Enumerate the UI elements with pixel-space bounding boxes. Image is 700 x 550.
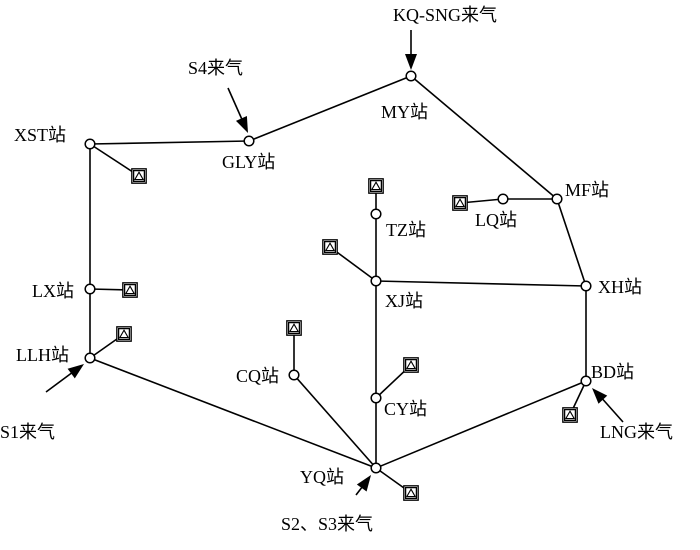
station-label-xj: XJ站 (385, 291, 423, 311)
pipeline-cq-yq (293, 374, 377, 469)
station-node-xst[interactable] (84, 138, 96, 150)
valve-station-icon (403, 485, 419, 501)
station-label-gly: GLY站 (222, 152, 275, 172)
station-label-tz: TZ站 (386, 220, 426, 240)
station-label-cq: CQ站 (236, 366, 279, 386)
valve-station-icon (116, 326, 132, 342)
station-node-mf[interactable] (551, 193, 563, 205)
labels: XST站 GLY站 MY站 MF站 LQ站 XH站 BD站 TZ站 XJ站 CY站 CQ站 YQ站 LX… (0, 5, 673, 534)
supply-arrows (45, 30, 624, 496)
station-node-llh[interactable] (84, 352, 96, 364)
station-node-my[interactable] (405, 70, 417, 82)
station-label-cy: CY站 (384, 399, 427, 419)
pipeline-edges (89, 75, 587, 469)
station-symbol-links (89, 143, 587, 494)
station-node-lx[interactable] (84, 283, 96, 295)
supply-arrow-line-s4 (227, 87, 245, 125)
station-node-xh[interactable] (580, 280, 592, 292)
station-node-cy[interactable] (370, 392, 382, 404)
station-node-gly[interactable] (243, 135, 255, 147)
pipeline-xh-xj (375, 280, 587, 287)
supply-label-s1: S1来气 (0, 422, 55, 442)
station-label-lx: LX站 (32, 281, 74, 301)
supply-arrowhead-s1 (67, 364, 84, 379)
supply-label-kq: KQ-SNG来气 (393, 5, 497, 25)
station-node-tz[interactable] (370, 208, 382, 220)
station-label-xh: XH站 (598, 277, 642, 297)
supply-arrowhead-s23 (356, 475, 371, 492)
supply-label-s23: S2、S3来气 (281, 514, 373, 534)
station-label-mf: MF站 (565, 180, 609, 200)
symbol-link-xst (89, 143, 140, 177)
supply-label-s4: S4来气 (188, 58, 243, 78)
valve-station-icon (286, 320, 302, 336)
supply-label-lng: LNG来气 (600, 422, 673, 442)
station-label-xst: XST站 (14, 125, 66, 145)
valve-station-icon (122, 282, 138, 298)
station-node-lq[interactable] (497, 193, 509, 205)
supply-arrowhead-kq (405, 54, 417, 70)
pipeline-gly-my (248, 75, 412, 142)
station-node-xj[interactable] (370, 275, 382, 287)
station-label-yq: YQ站 (300, 467, 344, 487)
valve-station-icon (368, 178, 384, 194)
pipeline-bd-yq (375, 380, 587, 469)
valve-station-icon (562, 407, 578, 423)
station-label-lq: LQ站 (475, 210, 517, 230)
valve-station-icon (403, 357, 419, 373)
supply-arrowhead-lng (592, 388, 608, 404)
valve-station-icon (452, 195, 468, 211)
station-node-cq[interactable] (288, 369, 300, 381)
supply-arrowhead-s4 (235, 115, 248, 133)
station-label-my: MY站 (381, 102, 428, 122)
station-label-llh: LLH站 (16, 345, 69, 365)
valve-station-icon (131, 168, 147, 184)
pipeline-xst-gly (89, 140, 250, 145)
pipeline-my-mf (410, 75, 558, 200)
pipeline-mf-xh (556, 198, 587, 287)
station-label-bd: BD站 (591, 362, 634, 382)
station-nodes (84, 70, 592, 474)
station-node-bd[interactable] (580, 375, 592, 387)
station-node-yq[interactable] (370, 462, 382, 474)
pipeline-llh-yq (89, 357, 377, 469)
valve-station-icon (322, 239, 338, 255)
